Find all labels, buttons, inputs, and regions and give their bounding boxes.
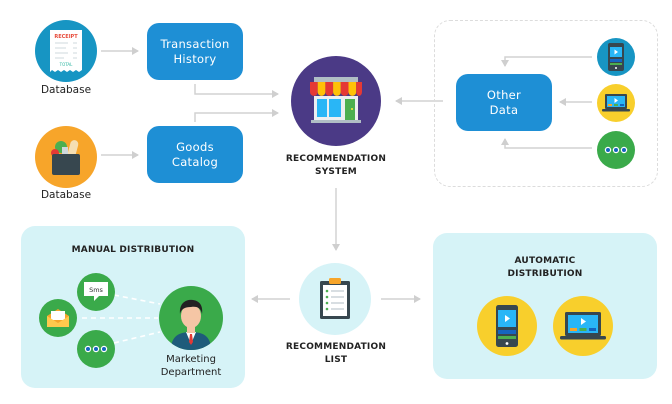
more-options-icon (597, 131, 635, 169)
clipboard-icon (320, 278, 350, 319)
grocery-bag-icon (51, 140, 80, 175)
recommendation-list-label: RECOMMENDATION LIST (266, 341, 406, 367)
auto-mobile-video-icon (477, 296, 537, 356)
goods-catalog-line-2: Catalog (171, 154, 219, 169)
transaction-history-line-1: Transaction (160, 36, 230, 51)
groceries-database-icon (35, 126, 97, 188)
marketing-department-line-2: Department (160, 367, 222, 378)
recommendation-system-line-2: SYSTEM (315, 167, 357, 177)
marketing-department-line-1: Marketing (166, 354, 216, 365)
arrow-mobile-to-otherdata (501, 56, 592, 67)
goods-catalog-line-1: Goods (176, 139, 214, 154)
transaction-history-box: Transaction History (147, 23, 243, 80)
recommendation-list-icon (299, 263, 371, 335)
automatic-distribution-line-2: DISTRIBUTION (507, 269, 583, 279)
automatic-distribution-panel (433, 233, 657, 379)
auto-laptop-video-icon (553, 296, 613, 356)
other-data-box: Other Data (456, 74, 552, 131)
database-label-2: Database (40, 189, 92, 201)
transaction-history-line-2: History (173, 51, 217, 66)
automatic-distribution-line-1: AUTOMATIC (514, 256, 576, 266)
other-data-line-2: Data (489, 102, 519, 117)
sms-icon: Sms (77, 273, 115, 311)
manual-distribution-title: MANUAL DISTRIBUTION (71, 245, 195, 255)
automatic-distribution-title: AUTOMATIC DISTRIBUTION (433, 255, 657, 281)
svg-text:Sms: Sms (89, 286, 103, 294)
recommendation-list-line-1: RECOMMENDATION (285, 342, 387, 352)
recommendation-system-icon (291, 56, 381, 146)
mobile-video-icon (597, 38, 635, 76)
receipt-database-icon: RECEIPT TOTAL (35, 20, 97, 82)
laptop-video-icon (597, 84, 635, 122)
more-channels-icon (77, 330, 115, 368)
svg-text:TOTAL: TOTAL (59, 62, 73, 67)
database-label-1: Database (40, 84, 92, 96)
store-icon (310, 77, 362, 123)
recommendation-list-line-2: LIST (324, 355, 348, 365)
arrow-more-to-otherdata (501, 138, 592, 149)
marketing-department-label: Marketing Department (144, 353, 238, 379)
email-icon (39, 299, 77, 337)
svg-text:RECEIPT: RECEIPT (54, 34, 78, 40)
other-data-line-1: Other (486, 87, 522, 102)
other-data-region (434, 20, 658, 187)
receipt-icon: RECEIPT TOTAL (50, 30, 82, 72)
recommendation-system-label: RECOMMENDATION SYSTEM (266, 153, 406, 179)
arrow-transactions-to-system (194, 84, 279, 98)
goods-catalog-box: Goods Catalog (147, 126, 243, 183)
arrow-goods-to-system (194, 109, 279, 122)
marketing-person-icon (159, 286, 223, 350)
recommendation-system-line-1: RECOMMENDATION (285, 154, 387, 164)
